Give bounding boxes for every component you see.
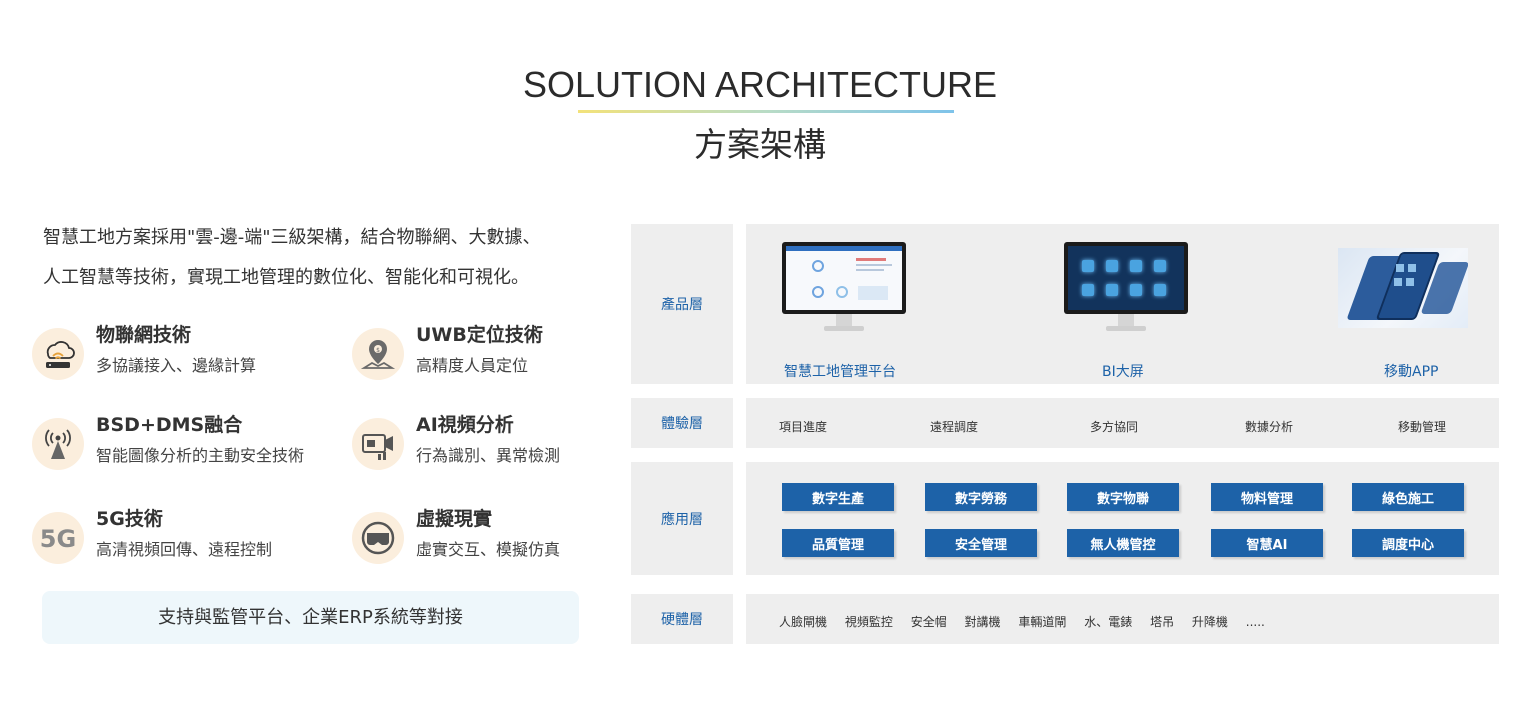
experience-item: 移動管理: [1398, 420, 1447, 434]
layer-label-hardware: 硬體層: [631, 594, 733, 644]
layer-body-product: 智慧工地管理平台 BI大屏 移動APP: [746, 224, 1499, 384]
bi-tile: [1082, 284, 1094, 296]
app-button[interactable]: 安全管理: [925, 529, 1037, 557]
bi-tile: [1106, 260, 1118, 272]
feature-ai-video: AI視頻分析 行為識別、異常檢測: [352, 410, 652, 480]
feature-vr: 虛擬現實 虛實交互、模擬仿真: [352, 504, 652, 574]
hardware-items: 人臉閘機 視頻監控 安全帽 對講機 車輛道閘 水、電錶 塔吊 升降機 .....: [779, 613, 1279, 630]
feature-desc: 多協議接入、邊緣計算: [96, 356, 257, 375]
layer-body-experience: 項目進度 遠程調度 多方協同 數據分析 移動管理: [746, 398, 1499, 448]
app-button[interactable]: 綠色施工: [1352, 483, 1464, 511]
support-box: 支持與監管平台、企業ERP系統等對接: [42, 591, 579, 644]
bi-tile: [1082, 260, 1094, 272]
svg-text:5G: 5G: [40, 525, 76, 553]
product-caption: 智慧工地管理平台: [784, 364, 896, 380]
app-button[interactable]: 智慧AI: [1211, 529, 1323, 557]
feature-title: 物聯網技術: [96, 324, 192, 346]
app-button[interactable]: 數字勞務: [925, 483, 1037, 511]
feature-desc: 行為識別、異常檢測: [416, 446, 561, 465]
feature-title: BSD+DMS融合: [96, 414, 243, 436]
page-title-en: SOLUTION ARCHITECTURE: [522, 64, 998, 105]
video-camera-icon: [352, 418, 404, 470]
intro-text: 智慧工地方案採用"雲-邊-端"三級架構，結合物聯網、大數據、 人工智慧等技術，實…: [43, 218, 603, 298]
layer-body-application: 數字生產 數字勞務 數字物聯 物料管理 綠色施工 品質管理 安全管理 無人機管控…: [746, 462, 1499, 575]
experience-item: 遠程調度: [930, 420, 979, 434]
feature-desc: 高精度人員定位: [416, 356, 529, 375]
intro-line-2: 人工智慧等技術，實現工地管理的數位化、智能化和可視化。: [43, 267, 529, 288]
app-button[interactable]: 無人機管控: [1067, 529, 1179, 557]
feature-desc: 智能圖像分析的主動安全技術: [96, 446, 305, 465]
page-title-cn: 方案架構: [694, 125, 826, 164]
vr-headset-icon: [352, 512, 404, 564]
location-pin-icon: $: [352, 328, 404, 380]
hardware-item: 水、電錶: [1084, 615, 1133, 629]
app-button[interactable]: 數字物聯: [1067, 483, 1179, 511]
feature-title: 虛擬現實: [416, 508, 493, 530]
bi-tile: [1130, 284, 1142, 296]
feature-desc: 高清視頻回傳、遠程控制: [96, 540, 273, 559]
product-caption: BI大屏: [1102, 364, 1144, 380]
feature-title: UWB定位技術: [416, 324, 543, 346]
bi-tile: [1106, 284, 1118, 296]
hardware-item: 安全帽: [910, 615, 947, 629]
bi-tile: [1154, 284, 1166, 296]
intro-line-1: 智慧工地方案採用"雲-邊-端"三級架構，結合物聯網、大數據、: [43, 227, 541, 248]
experience-item: 項目進度: [779, 420, 828, 434]
hardware-item: 車輛道閘: [1018, 615, 1067, 629]
feature-title: AI視頻分析: [416, 414, 514, 436]
feature-bsd-dms: BSD+DMS融合 智能圖像分析的主動安全技術: [32, 410, 332, 480]
layer-label-product: 產品層: [631, 224, 733, 384]
cloud-router-icon: [32, 328, 84, 380]
app-button[interactable]: 數字生產: [782, 483, 894, 511]
feature-iot: 物聯網技術 多協議接入、邊緣計算: [32, 320, 332, 390]
hardware-item: 塔吊: [1150, 615, 1175, 629]
hardware-item: 視頻監控: [844, 615, 893, 629]
app-button[interactable]: 調度中心: [1352, 529, 1464, 557]
layer-label-experience: 體驗層: [631, 398, 733, 448]
svg-text:$: $: [376, 347, 380, 354]
layer-label-application: 應用層: [631, 462, 733, 575]
5g-icon: 5G: [32, 512, 84, 564]
experience-item: 數據分析: [1245, 420, 1294, 434]
bi-tile: [1130, 260, 1142, 272]
app-button[interactable]: 品質管理: [782, 529, 894, 557]
experience-item: 多方協同: [1090, 420, 1139, 434]
layer-body-hardware: 人臉閘機 視頻監控 安全帽 對講機 車輛道閘 水、電錶 塔吊 升降機 .....: [746, 594, 1499, 644]
app-button[interactable]: 物料管理: [1211, 483, 1323, 511]
title-underline: [578, 110, 954, 113]
product-caption: 移動APP: [1384, 364, 1439, 380]
feature-5g: 5G 5G技術 高清視頻回傳、遠程控制: [32, 504, 332, 574]
hardware-item: .....: [1245, 615, 1265, 629]
hardware-item: 升降機: [1191, 615, 1228, 629]
bi-tile: [1154, 260, 1166, 272]
hardware-item: 對講機: [964, 615, 1001, 629]
feature-uwb: $ UWB定位技術 高精度人員定位: [352, 320, 652, 390]
feature-desc: 虛實交互、模擬仿真: [416, 540, 561, 559]
feature-title: 5G技術: [96, 508, 163, 530]
signal-tower-icon: [32, 418, 84, 470]
mobile-app-image: [1338, 248, 1468, 328]
hardware-item: 人臉閘機: [779, 615, 828, 629]
